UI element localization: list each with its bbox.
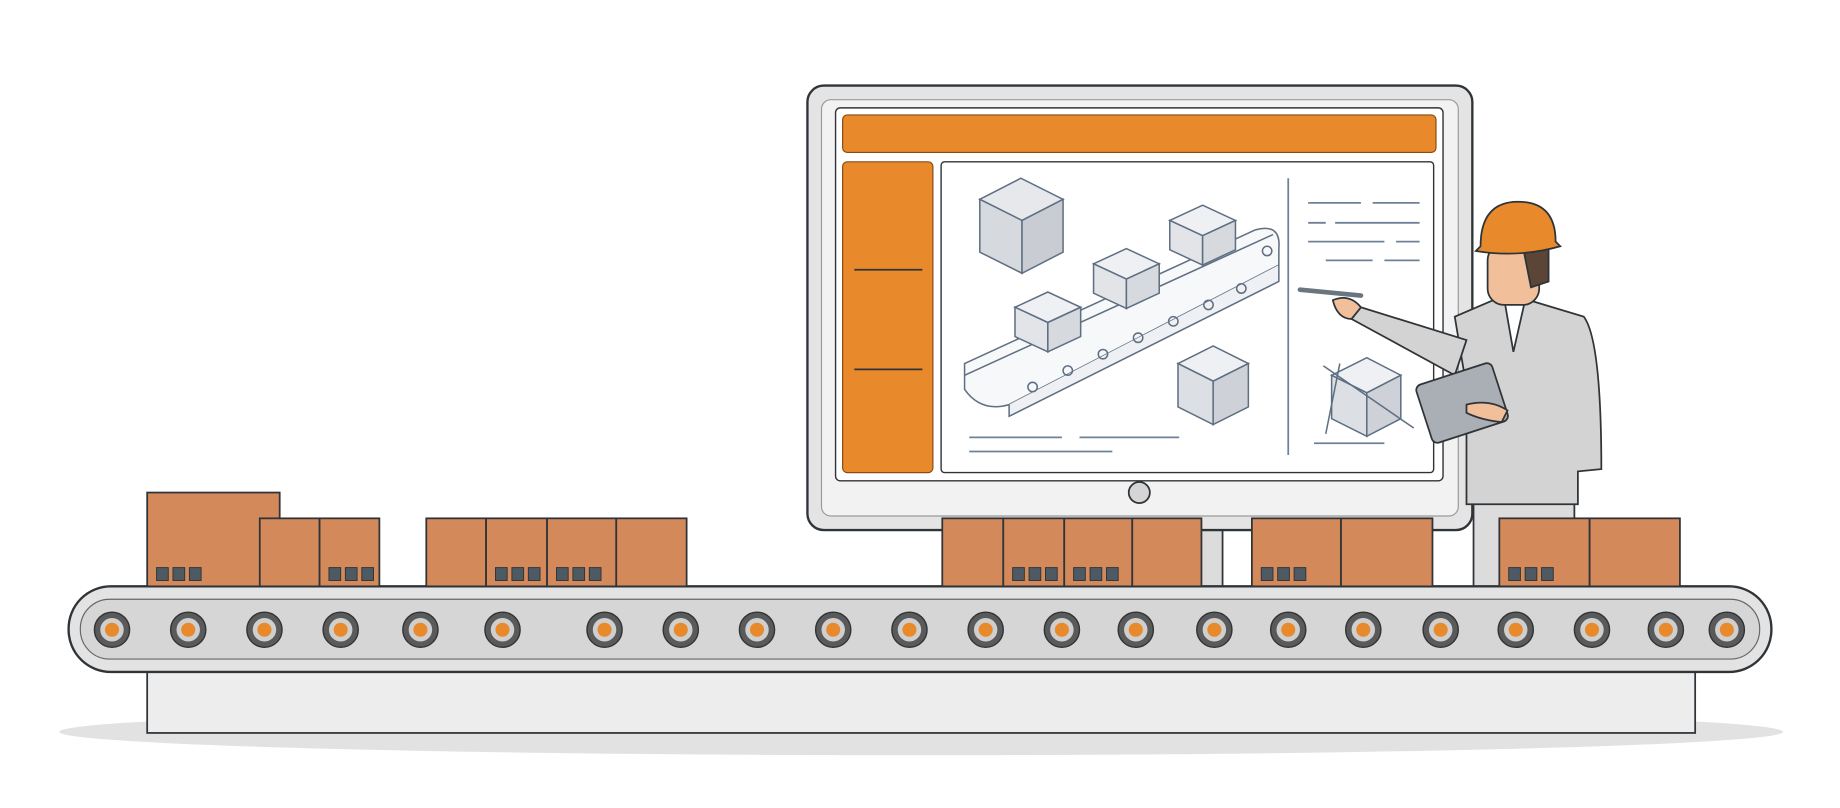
roller-icon xyxy=(1573,611,1611,649)
roller-icon xyxy=(814,611,852,649)
cube-icon xyxy=(1176,345,1251,426)
box-icon xyxy=(978,177,1065,275)
screen-conveyor-sketch xyxy=(963,227,1280,418)
roller-icon xyxy=(1647,611,1685,649)
roller-icon xyxy=(93,611,131,649)
roller-icon xyxy=(1708,611,1746,649)
roller-icon xyxy=(322,611,359,649)
cardboard-boxes xyxy=(146,491,1681,588)
roller-icon xyxy=(586,611,623,649)
box-icon xyxy=(1013,291,1083,354)
cardboard-box xyxy=(258,517,321,588)
cardboard-box xyxy=(1063,517,1134,588)
roller-icon xyxy=(1043,611,1081,649)
roller-icon xyxy=(402,611,439,649)
roller-icon xyxy=(891,611,928,649)
cardboard-box xyxy=(941,517,1005,588)
roller-icon xyxy=(1117,611,1155,649)
monitor-power-button xyxy=(1127,481,1151,504)
cardboard-box xyxy=(546,517,618,588)
engineer-with-hard-hat xyxy=(1297,200,1603,590)
roller-icon xyxy=(1269,611,1307,649)
conveyor-belt xyxy=(67,585,1773,674)
cube-icon xyxy=(1322,356,1415,438)
roller-icon xyxy=(1344,611,1382,649)
roller-icon xyxy=(169,611,207,649)
roller-icon xyxy=(1422,611,1459,649)
roller-icon xyxy=(967,611,1004,649)
cardboard-box xyxy=(318,517,381,588)
cardboard-box xyxy=(146,491,281,588)
screen-sidebar xyxy=(842,161,934,474)
cardboard-box xyxy=(615,517,688,588)
box-icon xyxy=(1167,204,1238,267)
tablet xyxy=(1415,362,1509,444)
cardboard-box xyxy=(485,517,548,588)
screen-header-bar xyxy=(842,114,1437,154)
roller-icon xyxy=(1196,611,1233,649)
display-monitor xyxy=(806,84,1474,532)
box-icon xyxy=(1091,247,1162,310)
cardboard-box xyxy=(1498,517,1591,588)
roller-icon xyxy=(484,611,521,649)
roller-icon xyxy=(662,611,700,649)
cardboard-box xyxy=(1250,517,1342,588)
cardboard-box xyxy=(1131,517,1203,588)
cardboard-box xyxy=(1588,517,1681,588)
conveyor-base xyxy=(146,667,1697,734)
hard-hat-icon xyxy=(1474,200,1562,255)
roller-icon xyxy=(1497,611,1535,649)
roller-icon xyxy=(246,611,283,649)
cardboard-box xyxy=(1340,517,1434,588)
cardboard-box xyxy=(425,517,487,588)
roller-icon xyxy=(738,611,776,649)
stylus-pen xyxy=(1297,287,1364,298)
cardboard-box xyxy=(1002,517,1066,588)
